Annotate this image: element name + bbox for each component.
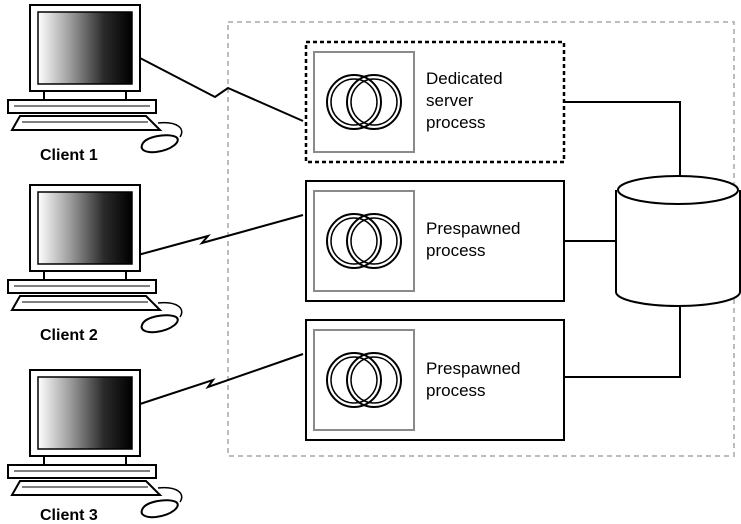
process-label-line1: Dedicated [426, 69, 503, 88]
cylinder-icon [615, 175, 741, 307]
process-label-line1: Prespawned [426, 219, 521, 238]
interlocking-rings-icon [313, 329, 415, 431]
process-label-line2: server [426, 91, 474, 110]
db-connectors [564, 101, 681, 378]
computer-workstation-icon [7, 4, 183, 154]
process-label-line2: process [426, 241, 486, 260]
prespawned-process-2: Prespawned process [305, 319, 565, 441]
process-label-line3: process [426, 113, 486, 132]
client-3: Client 3 [7, 369, 183, 524]
dedicated-server-process: Dedicated server process [304, 40, 566, 164]
computer-workstation-icon [7, 369, 183, 519]
computer-workstation-icon [7, 184, 183, 334]
interlocking-rings-icon [313, 51, 415, 153]
prespawned-process-1: Prespawned process [305, 180, 565, 302]
client-1: Client 1 [7, 4, 183, 164]
process-label-line2: process [426, 381, 486, 400]
client-label: Client 3 [40, 507, 98, 524]
interlocking-rings-icon [313, 190, 415, 292]
process-label-line1: Prespawned [426, 359, 521, 378]
client-label: Client 1 [40, 147, 98, 164]
network-links [137, 57, 304, 405]
client-label: Client 2 [40, 327, 98, 344]
client-2: Client 2 [7, 184, 183, 344]
